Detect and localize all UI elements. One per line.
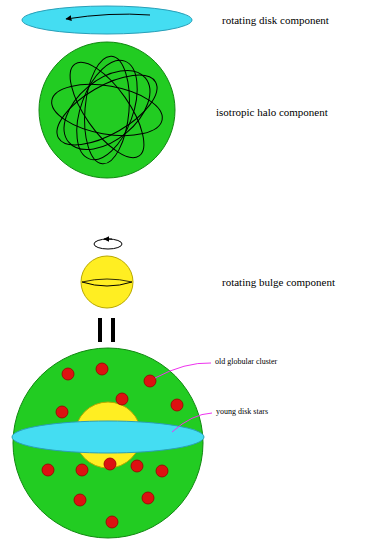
halo-component [39,42,175,178]
bulge-component [81,239,133,308]
callout-label: old globular cluster [215,358,277,367]
component-label: rotating bulge component [222,276,335,288]
disk-component [22,6,192,34]
equals-sign [98,318,115,342]
leader-lines [155,363,212,432]
combined-galaxy [12,348,204,538]
component-label: rotating disk component [222,14,329,26]
component-label: isotropic halo component [216,106,328,118]
callout-label: young disk stars [216,408,268,417]
